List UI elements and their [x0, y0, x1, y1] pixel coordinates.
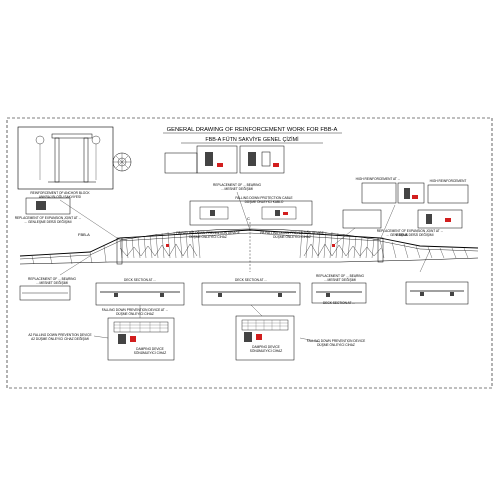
damping-device-left-label-tr: SÖNÜMLEYİCİ CİHAZ	[134, 350, 166, 355]
deck-section-a	[19, 285, 71, 301]
fbb-label-right: FBB-A	[396, 232, 408, 237]
hangers-right	[299, 229, 375, 259]
bearing-right-note-tr: ... MESNET DEĞİŞİMİ	[324, 277, 356, 282]
deck-section-e	[405, 281, 469, 305]
deck-section-d-label: DECK SECTION AT ...	[323, 301, 355, 305]
falling-device-bottom-right-label: FALLING DOWN PREVENTION DEVICE	[307, 339, 365, 343]
expansion-joint-right-label-tr: ... GENLEŞME DERZİ DEĞİŞİMİ	[387, 232, 434, 237]
truss-left	[119, 243, 198, 257]
damping-device-right-label-tr: SÖNÜMLEYİCİ CİHAZ	[250, 348, 282, 353]
bottom-leaders	[93, 304, 321, 343]
pier-left	[116, 237, 123, 265]
deck-section-b: DECK SECTION AT ...	[95, 278, 185, 306]
deck-section-b-label: DECK SECTION AT ...	[124, 278, 156, 282]
leader-lines	[59, 191, 431, 276]
high-reinforcement-right: HIGH REINFORCEMENT AT ... HIGH REINFORCE…	[342, 177, 469, 229]
expansion-joint-left-label-tr: ... GENLEŞME DERZİ DEĞİŞİMİ	[25, 219, 72, 224]
bearing-detail-center: REPLACEMENT OF ... BEARING ... MESNET DE…	[164, 145, 285, 191]
marker-red-2	[332, 244, 335, 247]
high-reinforcement-left-label: HIGH REINFORCEMENT AT ...	[356, 177, 401, 181]
bottom-left-note: A2 FALLING DOWN PREVENTION DEVICE	[28, 333, 91, 337]
pier-detail-top-left: REINFORCEMENT OF ANCHOR BLOCK ANKRAJ BLO…	[17, 126, 132, 199]
bearing-left-note: REPLACEMENT OF ... BEARING	[28, 277, 76, 281]
falling-protection-label: FALLING DOWN PROTECTION CABLE	[235, 196, 292, 200]
falling-protection-label-tr: DÜŞME ÖNLEYİCİ KABLO	[245, 199, 284, 204]
fbb-label-left: FBB-A	[78, 232, 90, 237]
expansion-joint-right-label: REPLACEMENT OF EXPANSION JOINT AT ...	[377, 229, 444, 233]
fb-falling-left-label-tr: DÜŞME ÖNLEYİCİ CİHAZ	[189, 234, 227, 239]
high-reinforcement-right-label: HIGH REINFORCEMENT	[430, 179, 467, 183]
expansion-joint-left: REPLACEMENT OF EXPANSION JOINT AT ... ..…	[15, 197, 82, 224]
bridge-elevation: C	[19, 216, 479, 272]
ground-line	[19, 257, 479, 265]
pier-right	[377, 237, 384, 263]
fb-falling-right-label-tr: DÜŞME ÖNLEYİCİ CİHAZ	[273, 234, 311, 239]
deck-section-c-label: DECK SECTION AT ...	[235, 278, 267, 282]
bearing-right-note: REPLACEMENT OF ... BEARING	[316, 274, 364, 278]
expansion-joint-left-label: REPLACEMENT OF EXPANSION JOINT AT ...	[15, 216, 82, 220]
damping-detail-left: FALLING DOWN PREVENTION DEVICE AT ... DÜ…	[102, 308, 175, 361]
falling-device-bottom-left-label-tr: DÜŞME ÖNLEYİCİ CİHAZ	[116, 311, 154, 316]
bearing-detail-note-tr: ... MESNET DEĞİŞİMİ	[221, 186, 253, 191]
damping-device-left-label: DAMPING DEVICE	[136, 347, 164, 351]
drawing-title-turkish: FBB-A FÜTN SAKVİYE GENEL ÇİZİMİ	[205, 136, 298, 143]
falling-device-bottom-left-label: FALLING DOWN PREVENTION DEVICE AT ...	[102, 308, 169, 312]
pier-section-circle-left	[35, 135, 45, 145]
fb-falling-right-label: FB FALLING DOWN PREVENTION DEVICE	[260, 231, 323, 235]
damping-detail-right: DAMPING DEVICE SÖNÜMLEYİCİ CİHAZ FALLING…	[235, 315, 365, 361]
deck-section-d: DECK SECTION AT ...	[311, 282, 367, 305]
deck-section-c: DECK SECTION AT ...	[201, 278, 301, 306]
bottom-left-note-tr: A2 DÜŞME ÖNLEYİCİ CİHAZ DEĞİŞİMİ	[31, 336, 89, 341]
bearing-left-note-tr: ... MESNET DEĞİŞİMİ	[36, 280, 68, 285]
pier-detail-note: REINFORCEMENT OF ANCHOR BLOCK	[30, 191, 90, 195]
pier-section-circle-right	[91, 135, 101, 145]
arch-rib-upper	[119, 228, 381, 241]
damping-device-right-label: DAMPING DEVICE	[252, 345, 280, 349]
truss-right	[303, 243, 382, 257]
bearing-detail-note: REPLACEMENT OF ... BEARING	[213, 183, 261, 187]
approach-left	[31, 245, 107, 265]
sheet-border	[6, 117, 493, 389]
pier-detail-note-tr: ANKRAJ BLOĞU SAKVİYESİ	[39, 194, 81, 199]
fb-falling-left-label: FB FALLING DOWN PREVENTION DEVICE	[176, 231, 239, 235]
falling-device-bottom-right-label-tr: DÜŞME ÖNLEYİCİ CİHAZ	[317, 342, 355, 347]
drawing-title: GENERAL DRAWING OF REINFORCEMENT WORK FO…	[167, 127, 338, 133]
falling-down-protection-box: FALLING DOWN PROTECTION CABLE DÜŞME ÖNLE…	[189, 196, 313, 226]
marker-red-1	[166, 244, 169, 247]
centerline-marker: C	[247, 216, 250, 221]
approach-right	[379, 239, 469, 259]
